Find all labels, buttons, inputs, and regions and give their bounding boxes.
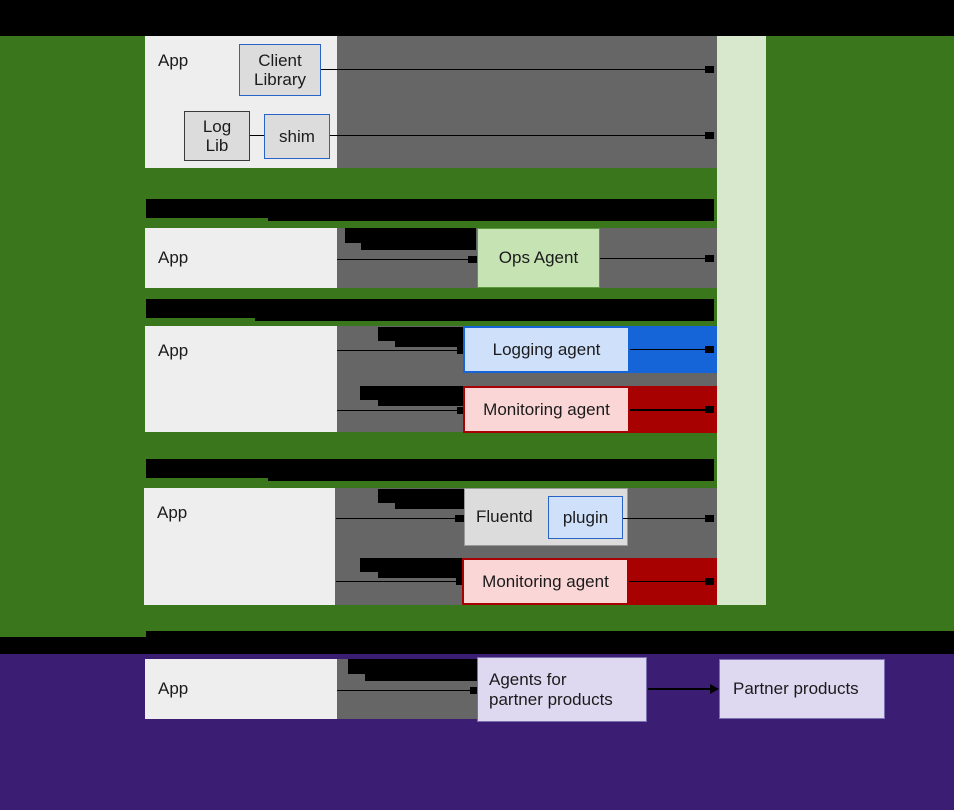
row4-fluentd-connector-endpoint: [455, 515, 464, 522]
monitoring-agent-2-connector-endpoint: [705, 578, 714, 585]
redacted-label-row3-logging-tail: [395, 341, 476, 347]
redacted-label-row5: [348, 659, 477, 674]
shim-connector: [330, 135, 707, 136]
redacted-label-row4-monitoring-tail: [378, 572, 476, 578]
row3-logging-connector-endpoint: [457, 347, 466, 354]
monitoring-agent-2-label: Monitoring agent: [482, 571, 609, 591]
plugin-connector-endpoint: [705, 515, 714, 522]
redacted-label-row4-fluentd-tail: [395, 503, 476, 509]
monitoring-agent-2-connector: [629, 581, 707, 582]
plugin-box[interactable]: plugin: [548, 496, 623, 539]
logging-agent-box[interactable]: Logging agent: [463, 326, 630, 373]
row3-app-box[interactable]: App: [145, 326, 337, 432]
logging-agent-label: Logging agent: [492, 339, 601, 359]
redacted-heading-3b: [255, 299, 714, 321]
client-library-box[interactable]: Client Library: [239, 44, 321, 96]
monitoring-agent-box[interactable]: Monitoring agent: [463, 386, 630, 433]
row4-app-label: App: [157, 503, 188, 522]
shim-label: shim: [279, 126, 315, 146]
partner-products-box[interactable]: Partner products: [719, 659, 885, 719]
partner-products-label: Partner products: [733, 679, 859, 699]
platform-rail: [717, 36, 766, 605]
logging-agent-connector-endpoint: [705, 346, 714, 353]
redacted-label-row2-tail: [361, 243, 476, 250]
row3-logging-connector: [337, 350, 463, 351]
shim-box[interactable]: shim: [264, 114, 330, 159]
redacted-label-row2: [345, 228, 476, 243]
ops-agent-connector: [600, 258, 707, 259]
redacted-label-row3-monitoring: [360, 386, 476, 400]
ops-agent-box[interactable]: Ops Agent: [477, 228, 600, 288]
row5-app-connector-endpoint: [470, 687, 479, 694]
log-lib-box[interactable]: Log Lib: [184, 111, 250, 161]
log-lib-label: Log Lib: [202, 116, 232, 155]
client-library-connector: [321, 69, 707, 70]
top-black-band: [0, 0, 954, 36]
row2-app-label: App: [158, 248, 189, 268]
row3-monitoring-connector: [337, 410, 463, 411]
redacted-heading-4b: [268, 459, 714, 481]
row1-app-label: App: [158, 51, 189, 70]
redacted-heading-5: [146, 631, 954, 643]
row4-monitoring-connector: [336, 581, 462, 582]
row2-app-box[interactable]: App: [145, 228, 337, 288]
partner-agents-label: Agents for partner products: [489, 670, 613, 709]
loglib-shim-connector: [250, 135, 264, 136]
row3-monitoring-connector-endpoint: [457, 407, 466, 414]
partner-agents-arrowhead: [710, 684, 719, 694]
monitoring-agent-connector: [630, 409, 707, 411]
partner-agents-box[interactable]: Agents for partner products: [477, 657, 647, 722]
ops-agent-label: Ops Agent: [498, 248, 579, 268]
monitoring-agent-connector-endpoint: [705, 406, 714, 413]
redacted-label-row3-monitoring-tail: [378, 400, 476, 406]
plugin-label: plugin: [562, 507, 609, 527]
redacted-label-row3-logging: [378, 327, 476, 341]
logging-agent-connector: [630, 349, 707, 350]
row5-app-box[interactable]: App: [145, 659, 337, 719]
row4-monitoring-connector-endpoint: [456, 578, 465, 585]
row2-app-connector-endpoint: [468, 256, 477, 263]
client-library-connector-endpoint: [705, 66, 714, 73]
redacted-label-row4-fluentd: [378, 489, 476, 503]
shim-connector-endpoint: [705, 132, 714, 139]
client-library-label: Client Library: [254, 50, 306, 89]
row4-fluentd-connector: [336, 518, 460, 519]
plugin-connector: [623, 518, 707, 519]
monitoring-agent-label: Monitoring agent: [483, 399, 610, 419]
row1-gray-panel: [336, 36, 717, 168]
redacted-heading-2b: [268, 199, 714, 221]
redacted-label-row4-monitoring: [360, 558, 476, 572]
row4-app-box[interactable]: App: [144, 488, 335, 605]
row3-app-label: App: [158, 341, 189, 360]
row5-app-label: App: [158, 679, 189, 699]
fluentd-label: Fluentd: [476, 507, 533, 527]
row2-app-connector: [337, 259, 474, 260]
partner-agents-connector: [648, 688, 711, 690]
ops-agent-connector-endpoint: [705, 255, 714, 262]
row5-app-connector: [337, 690, 477, 691]
monitoring-agent-box-2[interactable]: Monitoring agent: [462, 558, 629, 605]
redacted-label-row5-tail: [365, 674, 477, 681]
